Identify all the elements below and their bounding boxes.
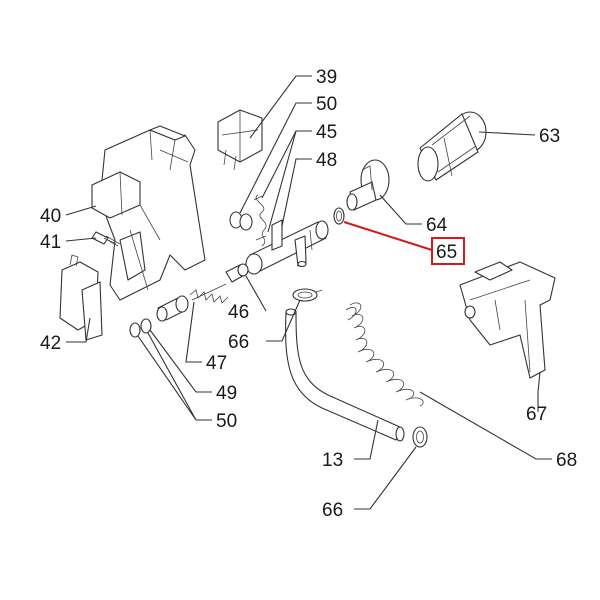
label-13: 13 (322, 450, 343, 471)
label-50-top: 50 (316, 94, 337, 115)
part-46-fitting (225, 263, 249, 283)
part-40-housing (91, 125, 206, 301)
part-50-orings-bottom (129, 318, 152, 338)
part-65-oring (333, 207, 345, 225)
label-66-top: 66 (228, 332, 249, 353)
label-67: 67 (526, 404, 547, 425)
part-13-hose (285, 308, 405, 442)
leader-lines (65, 75, 552, 510)
highlight-leader-65 (343, 221, 433, 251)
label-41: 41 (40, 232, 61, 253)
part-39-switch (217, 109, 263, 171)
part-48-t-pipe (245, 219, 329, 275)
highlight-box-65 (431, 237, 465, 265)
label-47: 47 (206, 353, 227, 374)
part-68-spring (345, 302, 424, 407)
part-41-screw (91, 231, 121, 247)
label-39: 39 (316, 67, 337, 88)
part-42-microswitch (59, 254, 103, 341)
label-66-bottom: 66 (322, 500, 343, 521)
label-45: 45 (316, 122, 337, 143)
part-49-connector (156, 295, 189, 322)
part-45-clip (253, 194, 267, 247)
label-68: 68 (556, 450, 577, 471)
label-64: 64 (426, 215, 448, 236)
label-63: 63 (539, 126, 560, 147)
label-65: 65 (436, 242, 457, 263)
part-47-spring (189, 283, 229, 304)
label-48: 48 (316, 150, 337, 171)
label-46: 46 (228, 302, 249, 323)
part-66-clamp-top (292, 288, 323, 302)
part-63-knob (417, 111, 487, 182)
part-66-clamp-bottom (412, 426, 428, 448)
label-40: 40 (40, 206, 61, 227)
label-50-bottom: 50 (216, 411, 237, 432)
label-49: 49 (216, 383, 237, 404)
part-64-valve (346, 159, 390, 211)
part-50-orings-top (229, 211, 253, 231)
part-67-bracket (459, 261, 556, 379)
label-42: 42 (40, 333, 61, 354)
